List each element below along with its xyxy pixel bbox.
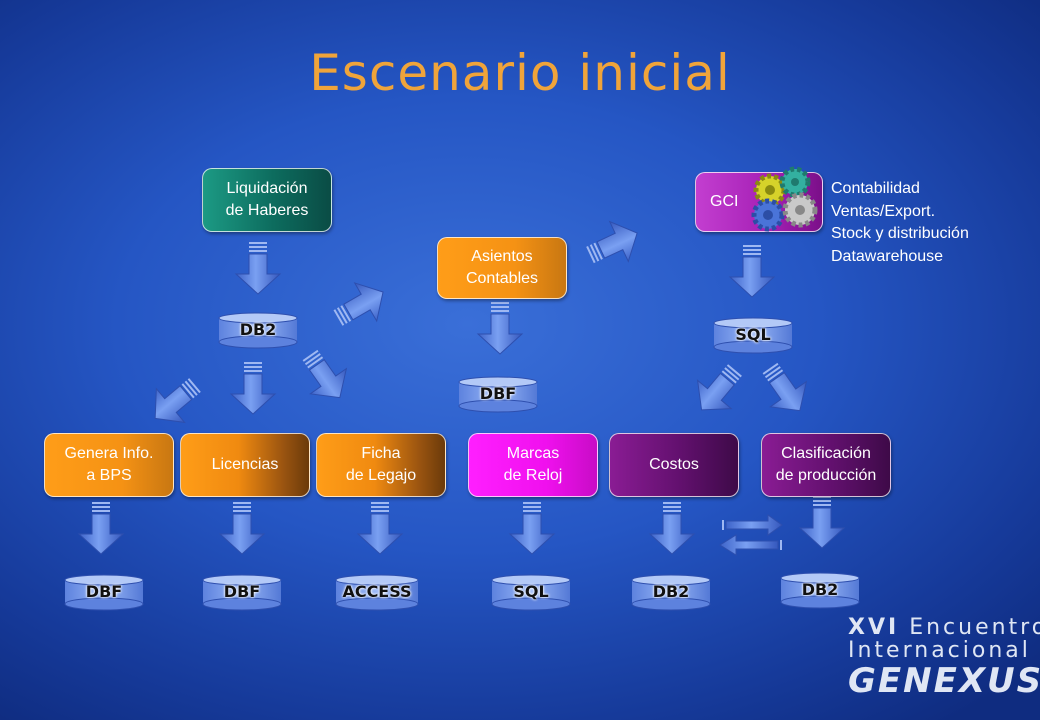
arrow-costos-to-clasificacion	[722, 514, 783, 536]
database-sql-gci: SQL	[713, 317, 793, 355]
gci-module-item: Ventas/Export.	[831, 202, 936, 220]
box-asientos-contables: Asientos Contables	[437, 237, 567, 299]
arrow-clasificacion-db2	[799, 495, 845, 549]
arrow-gci-sql	[729, 244, 775, 298]
database-label: DB2	[652, 582, 690, 601]
gci-module-item: Datawarehouse	[831, 247, 944, 265]
arrow-db2-licencias	[230, 361, 276, 415]
database-dbf-licencias: DBF	[202, 574, 282, 612]
arrow-db2-asientos	[326, 272, 395, 338]
box-marcas-reloj: Marcas de Reloj	[468, 433, 598, 497]
gci-module-item: Stock y distribución	[831, 225, 969, 242]
database-db2-clasificacion: DB2	[780, 572, 860, 610]
box-gci: GCI	[695, 172, 823, 232]
database-label: DBF	[223, 582, 261, 601]
database-db2-costos: DB2	[631, 574, 711, 612]
arrow-asientos-gci	[580, 212, 647, 276]
arrow-clasificacion-to-costos	[719, 534, 782, 556]
database-label: DBF	[479, 384, 517, 403]
gci-module-item: Contabilidad	[831, 180, 920, 197]
arrow-marcas-sql	[509, 501, 555, 555]
box-clasificacion-produccion: Clasificación de producción	[761, 433, 891, 497]
arrow-liquidacion-db2	[235, 241, 281, 295]
logo-genexus: GENEXUS	[848, 661, 1040, 701]
arrow-db2-genera	[140, 367, 210, 436]
logo-encuentro: Encuentro	[909, 615, 1040, 640]
database-label: DBF	[85, 582, 123, 601]
arrow-costos-db2	[649, 501, 695, 555]
page-title: Escenario inicial	[309, 44, 731, 102]
arrow-genera-dbf	[78, 501, 124, 555]
box-ficha-legajo: Ficha de Legajo	[316, 433, 446, 497]
arrow-db2-ficha	[291, 341, 359, 411]
arrow-asientos-dbf	[477, 301, 523, 355]
arrow-licencias-dbf	[219, 501, 265, 555]
database-label: ACCESS	[342, 582, 412, 601]
database-db2-top: DB2	[218, 312, 298, 350]
arrow-sql-costos	[684, 355, 753, 425]
box-licencias: Licencias	[180, 433, 310, 497]
gci-module-list: Contabilidad Ventas/Export. Stock y dist…	[831, 178, 969, 268]
database-sql-marcas: SQL	[491, 574, 571, 612]
database-label: DB2	[239, 320, 277, 339]
box-liquidacion-haberes: Liquidación de Haberes	[202, 168, 332, 232]
box-costos: Costos	[609, 433, 739, 497]
box-genera-info-bps: Genera Info. a BPS	[44, 433, 174, 497]
database-dbf-genera: DBF	[64, 574, 144, 612]
database-label: SQL	[735, 325, 771, 344]
logo-internacional: Internacional	[848, 638, 1031, 663]
database-dbf-asientos: DBF	[458, 376, 538, 414]
database-label: SQL	[513, 582, 549, 601]
database-access-ficha: ACCESS	[335, 574, 419, 612]
arrow-sql-clasificacion	[751, 354, 819, 424]
genexus-logo: XVI Encuentro Internacional GENEXUSTM	[848, 615, 1040, 701]
logo-edition: XVI	[848, 615, 900, 640]
database-label: DB2	[801, 580, 839, 599]
arrow-ficha-access	[357, 501, 403, 555]
